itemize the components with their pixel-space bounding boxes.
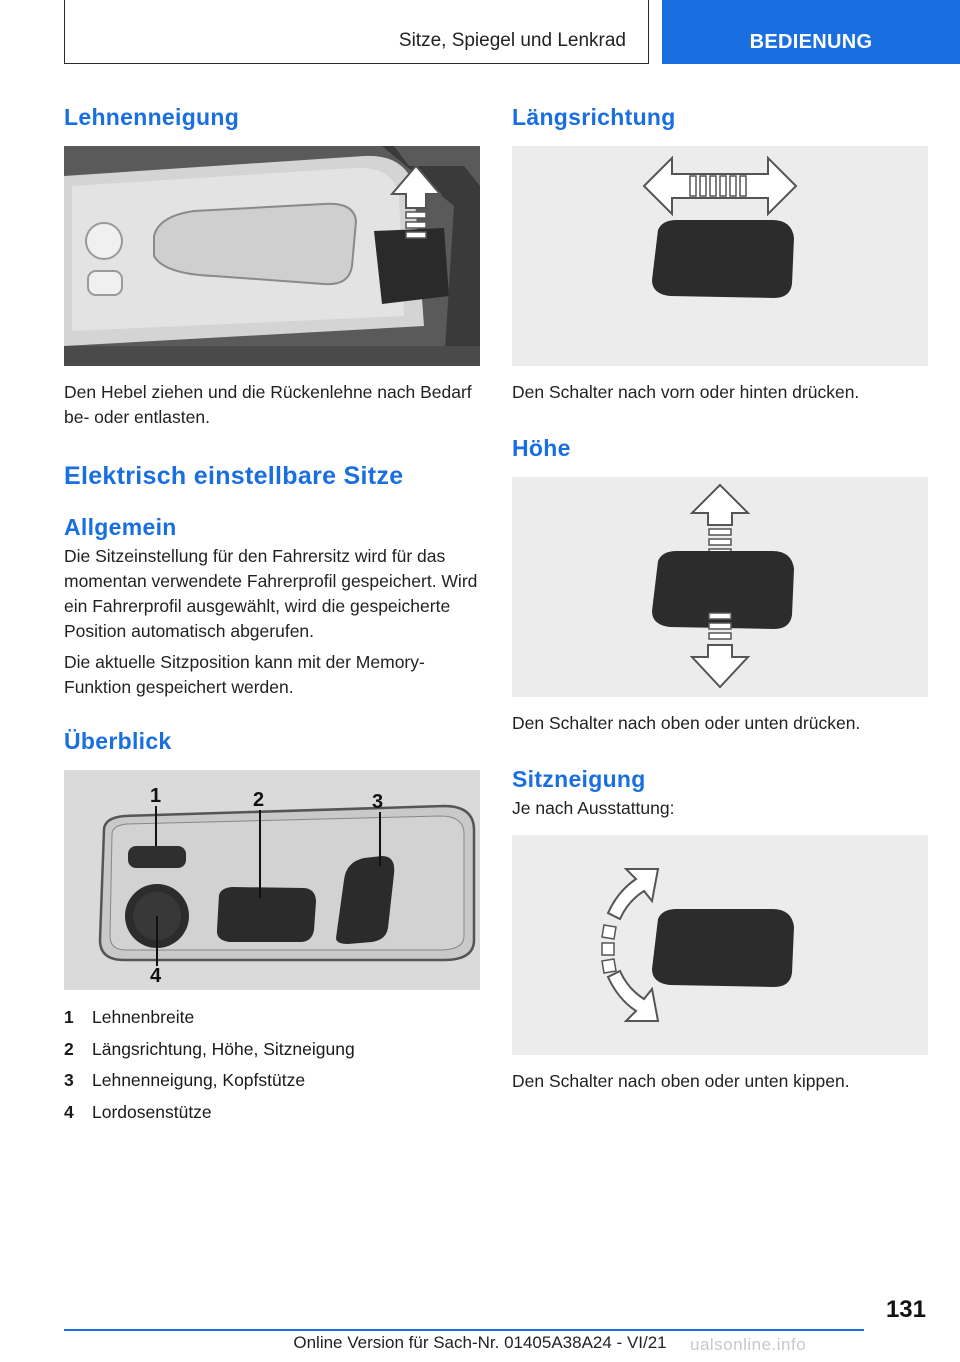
- heading-sitzneigung: Sitzneigung: [512, 766, 646, 792]
- text-allgemein-2: Die aktuelle Sitzposition kann mit der M…: [64, 652, 425, 697]
- heading-hoehe: Höhe: [512, 435, 571, 461]
- legend-num: 4: [64, 1101, 74, 1122]
- text-sitzneigung-intro: Je nach Ausstattung:: [512, 798, 675, 818]
- footer-divider: [64, 1329, 864, 1331]
- left-column: Lehnenneigung Den Hebel ziehen und die R…: [64, 100, 480, 1128]
- legend-label: Lehnenneigung, Kopfstütze: [92, 1070, 306, 1090]
- figure-seat-controls-overview: 1 2 3 4: [64, 770, 480, 990]
- text-allgemein-1: Die Sitzeinstellung für den Fahrersitz w…: [64, 546, 478, 641]
- figure-seat-tilt-switch: [512, 835, 928, 1055]
- right-column: Längsrichtung Den Schalter nach vorn ode…: [512, 100, 928, 1094]
- text-laengsrichtung: Den Schalter nach vorn oder hinten drück…: [512, 382, 860, 402]
- heading-laengsrichtung: Längsrichtung: [512, 104, 676, 130]
- figure-longitudinal-switch: [512, 146, 928, 366]
- page-number: 131: [885, 1296, 926, 1323]
- chapter-tab-label: BEDIENUNG: [749, 31, 873, 53]
- section-title: Sitze, Spiegel und Lenkrad: [398, 30, 626, 51]
- text-sitzneigung: Den Schalter nach oben oder unten kippen…: [512, 1071, 850, 1091]
- legend-item: 1 Lehnenbreite: [64, 1002, 480, 1034]
- legend-label: Längsrichtung, Höhe, Sitzneigung: [92, 1038, 355, 1059]
- legend-label: Lordosenstütze: [92, 1101, 212, 1122]
- figure-backrest-lever: [64, 146, 480, 366]
- longitudinal-switch-illustration: [512, 146, 928, 366]
- header-section-box: Sitze, Spiegel und Lenkrad: [64, 0, 649, 64]
- heading-lehnenneigung: Lehnenneigung: [64, 104, 240, 130]
- height-switch-illustration: [512, 477, 928, 697]
- legend-item: 3 Lehnenneigung, Kopfstütze: [64, 1065, 480, 1097]
- legend-label: Lehnenbreite: [92, 1007, 195, 1027]
- text-lehnenneigung: Den Hebel ziehen und die Rückenlehne nac…: [64, 382, 472, 427]
- online-version-text: Online Version für Sach-Nr. 01405A38A24 …: [293, 1333, 667, 1352]
- legend-item: 4 Lordosenstütze: [64, 1097, 480, 1129]
- chapter-tab[interactable]: BEDIENUNG: [662, 0, 960, 64]
- callout-1: 1: [150, 785, 161, 807]
- callout-3: 3: [372, 791, 383, 813]
- heading-elektrisch: Elektrisch einstellbare Sitze: [64, 462, 404, 490]
- callout-2: 2: [253, 789, 264, 811]
- legend-num: 2: [64, 1038, 74, 1059]
- seat-lever-illustration: [64, 146, 480, 366]
- overview-legend: 1 Lehnenbreite 2 Längsrichtung, Höhe, Sitz…: [64, 1002, 480, 1128]
- legend-num: 3: [64, 1070, 74, 1090]
- seat-controls-illustration: 1 2 3 4: [64, 770, 480, 990]
- watermark: ualsonline.info: [690, 1335, 807, 1354]
- legend-item: 2 Längsrichtung, Höhe, Sitzneigung: [64, 1034, 480, 1066]
- seat-tilt-switch-illustration: [512, 835, 928, 1055]
- heading-ueberblick: Überblick: [64, 728, 172, 754]
- heading-allgemein: Allgemein: [64, 514, 177, 540]
- callout-4: 4: [150, 965, 162, 987]
- figure-height-switch: [512, 477, 928, 697]
- text-hoehe: Den Schalter nach oben oder unten drücke…: [512, 713, 861, 733]
- legend-num: 1: [64, 1007, 74, 1027]
